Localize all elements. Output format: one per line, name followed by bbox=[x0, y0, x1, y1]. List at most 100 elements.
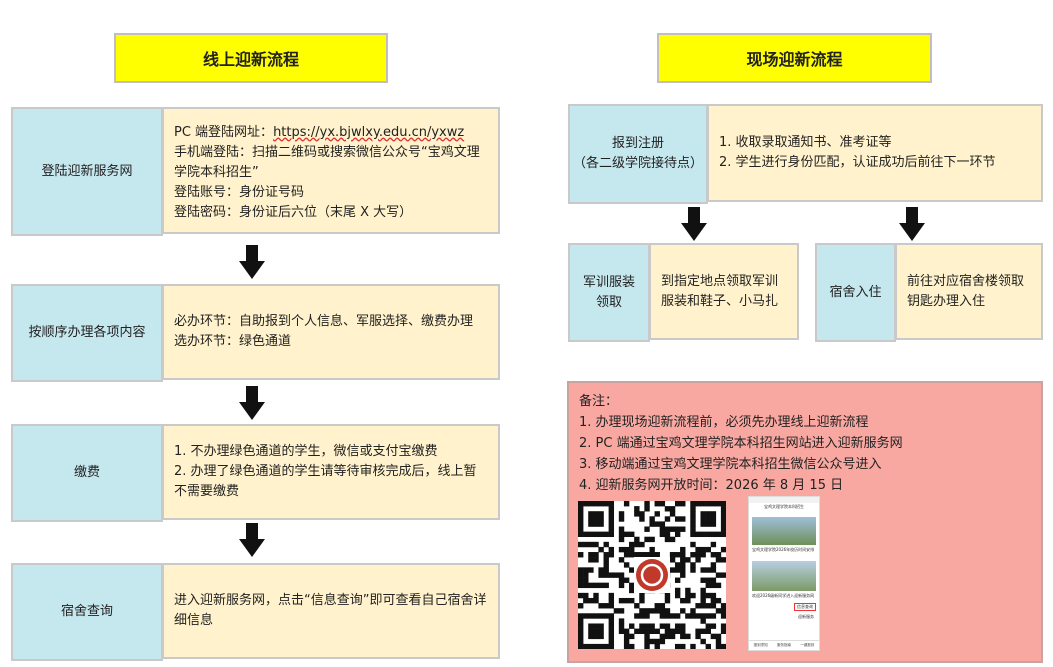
qr-module bbox=[644, 501, 650, 507]
qr-module bbox=[669, 552, 676, 558]
qr-module bbox=[705, 511, 711, 517]
qr-module bbox=[685, 633, 691, 640]
qr-module bbox=[720, 628, 727, 634]
qr-module bbox=[634, 603, 640, 609]
phone-service-button[interactable]: 迎新服务 bbox=[798, 614, 814, 619]
qr-module bbox=[654, 638, 660, 645]
qr-module bbox=[715, 557, 722, 563]
qr-module bbox=[639, 541, 645, 548]
qr-module bbox=[608, 592, 615, 599]
college-logo-icon bbox=[636, 559, 668, 591]
qr-module bbox=[710, 592, 717, 599]
qr-module bbox=[715, 608, 722, 614]
qr-module bbox=[674, 643, 681, 650]
qr-module bbox=[623, 562, 630, 568]
qr-module bbox=[710, 603, 717, 609]
qr-module bbox=[664, 633, 671, 640]
qr-module bbox=[690, 567, 696, 573]
qr-module bbox=[705, 592, 711, 599]
qr-module bbox=[649, 623, 655, 629]
qr-module bbox=[680, 562, 686, 568]
qr-module bbox=[598, 613, 604, 619]
qr-module bbox=[705, 516, 711, 522]
arrow-down-icon bbox=[239, 245, 265, 279]
qr-module bbox=[674, 613, 681, 619]
qr-module bbox=[629, 546, 635, 553]
qr-module bbox=[674, 552, 681, 558]
qr-module bbox=[598, 511, 604, 517]
qr-module bbox=[603, 603, 609, 609]
qr-module bbox=[649, 552, 655, 558]
qr-module bbox=[654, 511, 660, 517]
qr-module bbox=[664, 531, 671, 538]
qr-module bbox=[690, 531, 696, 538]
phone-tab-3[interactable]: 一键报到 bbox=[800, 643, 815, 647]
qr-module bbox=[608, 511, 615, 517]
qr-module bbox=[603, 557, 609, 563]
qr-module bbox=[588, 557, 594, 563]
qr-module bbox=[654, 521, 660, 527]
qr-module bbox=[623, 552, 630, 558]
qr-module bbox=[578, 633, 584, 640]
qr-module bbox=[700, 597, 706, 604]
qr-module bbox=[593, 531, 599, 538]
qr-module bbox=[669, 511, 676, 517]
qr-module bbox=[710, 623, 717, 629]
wechat-qr-code bbox=[578, 501, 727, 650]
qr-module bbox=[664, 536, 671, 543]
qr-module bbox=[634, 511, 640, 517]
qr-module bbox=[720, 643, 727, 650]
qr-module bbox=[705, 582, 711, 589]
qr-module bbox=[578, 521, 584, 527]
qr-module bbox=[705, 603, 711, 609]
online-flow-title: 线上迎新流程 bbox=[114, 33, 388, 83]
qr-module bbox=[674, 623, 681, 629]
step-payment-label: 缴费 bbox=[11, 424, 163, 522]
qr-module bbox=[674, 592, 681, 599]
qr-module bbox=[593, 557, 599, 563]
qr-module bbox=[583, 582, 589, 589]
phone-tab-bar: 报到须知 服务指南 一键报到 bbox=[749, 640, 819, 650]
phone-tab-2[interactable]: 服务指南 bbox=[776, 643, 791, 647]
qr-module bbox=[629, 597, 635, 604]
qr-module bbox=[603, 572, 609, 578]
qr-module bbox=[578, 511, 584, 517]
qr-module bbox=[690, 592, 696, 599]
qr-module bbox=[593, 643, 599, 650]
qr-module bbox=[618, 597, 625, 604]
qr-module bbox=[695, 633, 701, 640]
qr-module bbox=[720, 623, 727, 629]
phone-tab-1[interactable]: 报到须知 bbox=[753, 643, 768, 647]
phone-header: 宝鸡文理学院本科招生 bbox=[764, 504, 804, 509]
qr-module bbox=[649, 521, 655, 527]
qr-module bbox=[598, 516, 604, 522]
qr-module bbox=[639, 613, 645, 619]
qr-module bbox=[578, 567, 584, 573]
qr-module bbox=[583, 643, 589, 650]
qr-module bbox=[593, 597, 599, 604]
qr-module bbox=[690, 506, 696, 512]
register-label-line1: 报到注册 bbox=[611, 136, 664, 151]
qr-module bbox=[680, 546, 686, 553]
phone-info-button[interactable]: 信息查询 bbox=[794, 603, 816, 611]
qr-module bbox=[705, 628, 711, 634]
qr-module bbox=[674, 577, 681, 583]
qr-module bbox=[715, 531, 722, 538]
qr-module bbox=[710, 577, 717, 583]
qr-module bbox=[700, 603, 706, 609]
qr-module bbox=[664, 516, 671, 522]
qr-module bbox=[623, 597, 630, 604]
qr-module bbox=[705, 577, 711, 583]
qr-module bbox=[664, 597, 671, 604]
qr-module bbox=[644, 506, 650, 512]
qr-module bbox=[705, 501, 711, 507]
qr-module bbox=[659, 623, 666, 629]
qr-module bbox=[700, 613, 706, 619]
step-payment-content: 1. 不办理绿色通道的学生，微信或支付宝缴费 2. 办理了绿色通道的学生请等待审… bbox=[162, 424, 500, 520]
uniform-text: 到指定地点领取军训服装和鞋子、小马扎 bbox=[661, 273, 779, 309]
qr-module bbox=[674, 526, 681, 532]
qr-module bbox=[690, 562, 696, 568]
qr-module bbox=[669, 526, 676, 532]
qr-module bbox=[588, 501, 594, 507]
qr-module bbox=[639, 592, 645, 599]
